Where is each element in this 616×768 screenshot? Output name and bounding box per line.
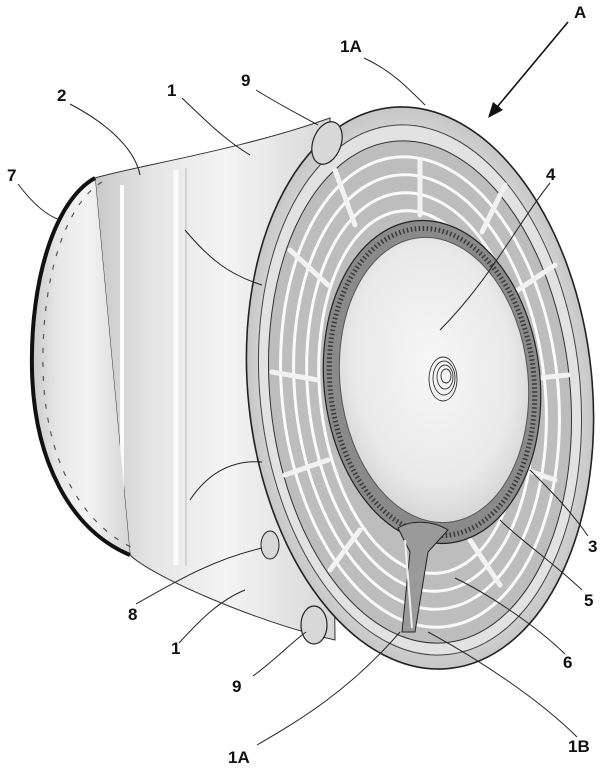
label-9-bottom: 9 xyxy=(232,677,241,696)
label-6: 6 xyxy=(563,653,572,672)
label-8: 8 xyxy=(128,605,137,624)
fan-ring xyxy=(322,219,542,545)
label-3: 3 xyxy=(588,537,597,556)
view-arrow-a: A xyxy=(488,3,586,118)
label-5: 5 xyxy=(584,591,593,610)
support-strut xyxy=(397,521,449,633)
label-1a-bottom: 1A xyxy=(228,748,250,767)
label-1a-top: 1A xyxy=(340,37,362,56)
reference-labels: 1A 9 1 2 7 4 3 5 6 1B 1A 9 1 8 xyxy=(7,37,597,767)
label-1b: 1B xyxy=(568,737,590,756)
view-label-a: A xyxy=(574,3,586,22)
rear-rim xyxy=(29,176,134,557)
label-1-lower: 1 xyxy=(171,639,180,658)
label-2: 2 xyxy=(57,86,66,105)
label-1-upper: 1 xyxy=(167,81,176,100)
leader-lines xyxy=(17,57,589,746)
label-7: 7 xyxy=(7,166,16,185)
label-4: 4 xyxy=(546,165,556,184)
center-spiral-icon xyxy=(428,356,458,402)
mounting-lugs xyxy=(260,121,343,645)
label-9-top: 9 xyxy=(241,71,250,90)
